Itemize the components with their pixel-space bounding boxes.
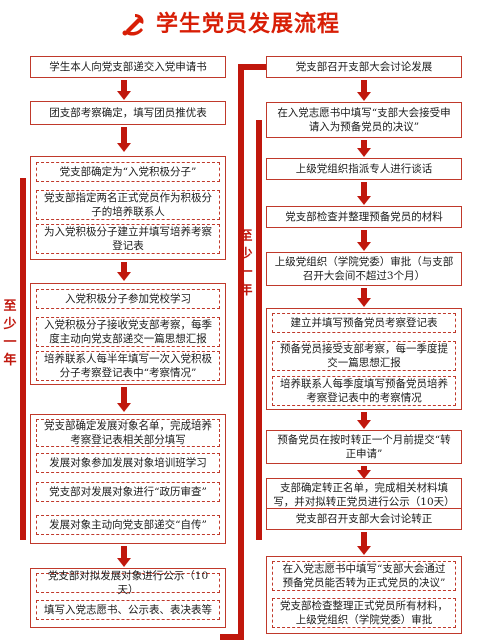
left-step-6: 入党积极分子参加党校学习: [36, 289, 220, 309]
left-step-8: 培养联系人每半年填写一次入党积极分子考察登记表中“考察情况”: [36, 351, 220, 381]
left-step-7: 入党积极分子接收党支部考察，每季度主动向党支部递交一篇思想汇报: [36, 317, 220, 347]
right-step-4: 党支部检查并整理预备党员的材料: [266, 206, 462, 228]
arrow-down-icon: [357, 532, 371, 556]
page-title: 学生党员发展流程: [156, 12, 341, 37]
arrow-down-icon: [117, 546, 131, 568]
right-step-2: 在入党志愿书中填写“支部大会接受申请入为预备党员的决议”: [266, 102, 462, 138]
arrow-down-icon: [357, 466, 371, 480]
left-step-10: 发展对象参加发展对象培训班学习: [36, 453, 220, 473]
left-period-bar: [20, 178, 26, 540]
connector-bar-bottom: [220, 634, 244, 640]
right-group-probation: [266, 308, 462, 410]
left-step-2: 团支部考察确定，填写团员推优表: [30, 101, 226, 125]
right-step-6: 建立并填写预备党员考察登记表: [272, 313, 456, 333]
left-step-12: 发展对象主动向党支部递交“自传”: [36, 515, 220, 535]
header: 学生党员发展流程: [0, 8, 484, 42]
right-step-8: 培养联系人每季度填写预备党员培养考察登记表中的考察情况: [272, 376, 456, 406]
left-step-9: 党支部确定发展对象名单，完成培养考察登记表相关部分填写: [36, 419, 220, 447]
arrow-down-icon: [117, 127, 131, 153]
arrow-down-icon: [357, 412, 371, 430]
right-step-12: 在入党志愿书中填写“支部大会通过预备党员能否转为正式党员的决议”: [272, 561, 456, 591]
right-step-7: 预备党员接受支部考察，每一季度提交一篇思想汇报: [272, 341, 456, 371]
left-step-4: 党支部指定两名正式党员作为积极分子的培养联系人: [36, 190, 220, 220]
left-step-14: 填写入党志愿书、公示表、表决表等: [36, 600, 220, 620]
arrow-down-icon: [117, 387, 131, 413]
right-step-13: 党支部检查整理正式党员所有材料，上级党组织（学院党委）审批: [272, 598, 456, 628]
right-step-1: 党支部召开支部大会讨论发展: [266, 56, 462, 78]
arrow-down-icon: [357, 182, 371, 206]
left-step-3: 党支部确定为“入党积极分子”: [36, 162, 220, 182]
arrow-down-icon: [357, 288, 371, 308]
right-step-5: 上级党组织（学院党委）审批（与支部召开大会间不超过3个月）: [266, 252, 462, 286]
left-step-11: 党支部对发展对象进行“政历审查”: [36, 482, 220, 502]
party-emblem-icon: [122, 14, 144, 36]
right-period-label: 至少一年: [239, 229, 253, 298]
connector-bar: [238, 64, 244, 640]
right-period-bar: [256, 120, 262, 540]
right-step-3: 上级党组织指派专人进行谈话: [266, 158, 462, 180]
left-group-training: [30, 283, 226, 385]
right-step-9: 预备党员在按时转正一个月前提交“转正申请”: [266, 430, 462, 464]
connector-bar-top: [238, 64, 266, 70]
left-period-label: 至少一年: [3, 299, 17, 368]
arrow-down-icon: [357, 80, 371, 102]
arrow-down-icon: [357, 140, 371, 158]
arrow-down-icon: [357, 230, 371, 252]
left-group-activist: [30, 156, 226, 260]
left-group-publicity: [30, 568, 226, 628]
left-step-5: 为入党积极分子建立并填写培养考察登记表: [36, 224, 220, 254]
right-step-10: 支部确定转正名单，完成相关材料填写，并对拟转正党员进行公示（10天）: [266, 478, 462, 512]
left-group-candidate: [30, 414, 226, 544]
right-step-11: 党支部召开支部大会讨论转正: [266, 508, 462, 530]
left-step-1: 学生本人向党支部递交入党申请书: [30, 56, 226, 78]
left-step-13: 党支部对拟发展对象进行公示（10天）: [36, 570, 220, 596]
arrow-down-icon: [117, 80, 131, 100]
right-group-confirmation: [266, 556, 462, 634]
arrow-down-icon: [117, 262, 131, 282]
